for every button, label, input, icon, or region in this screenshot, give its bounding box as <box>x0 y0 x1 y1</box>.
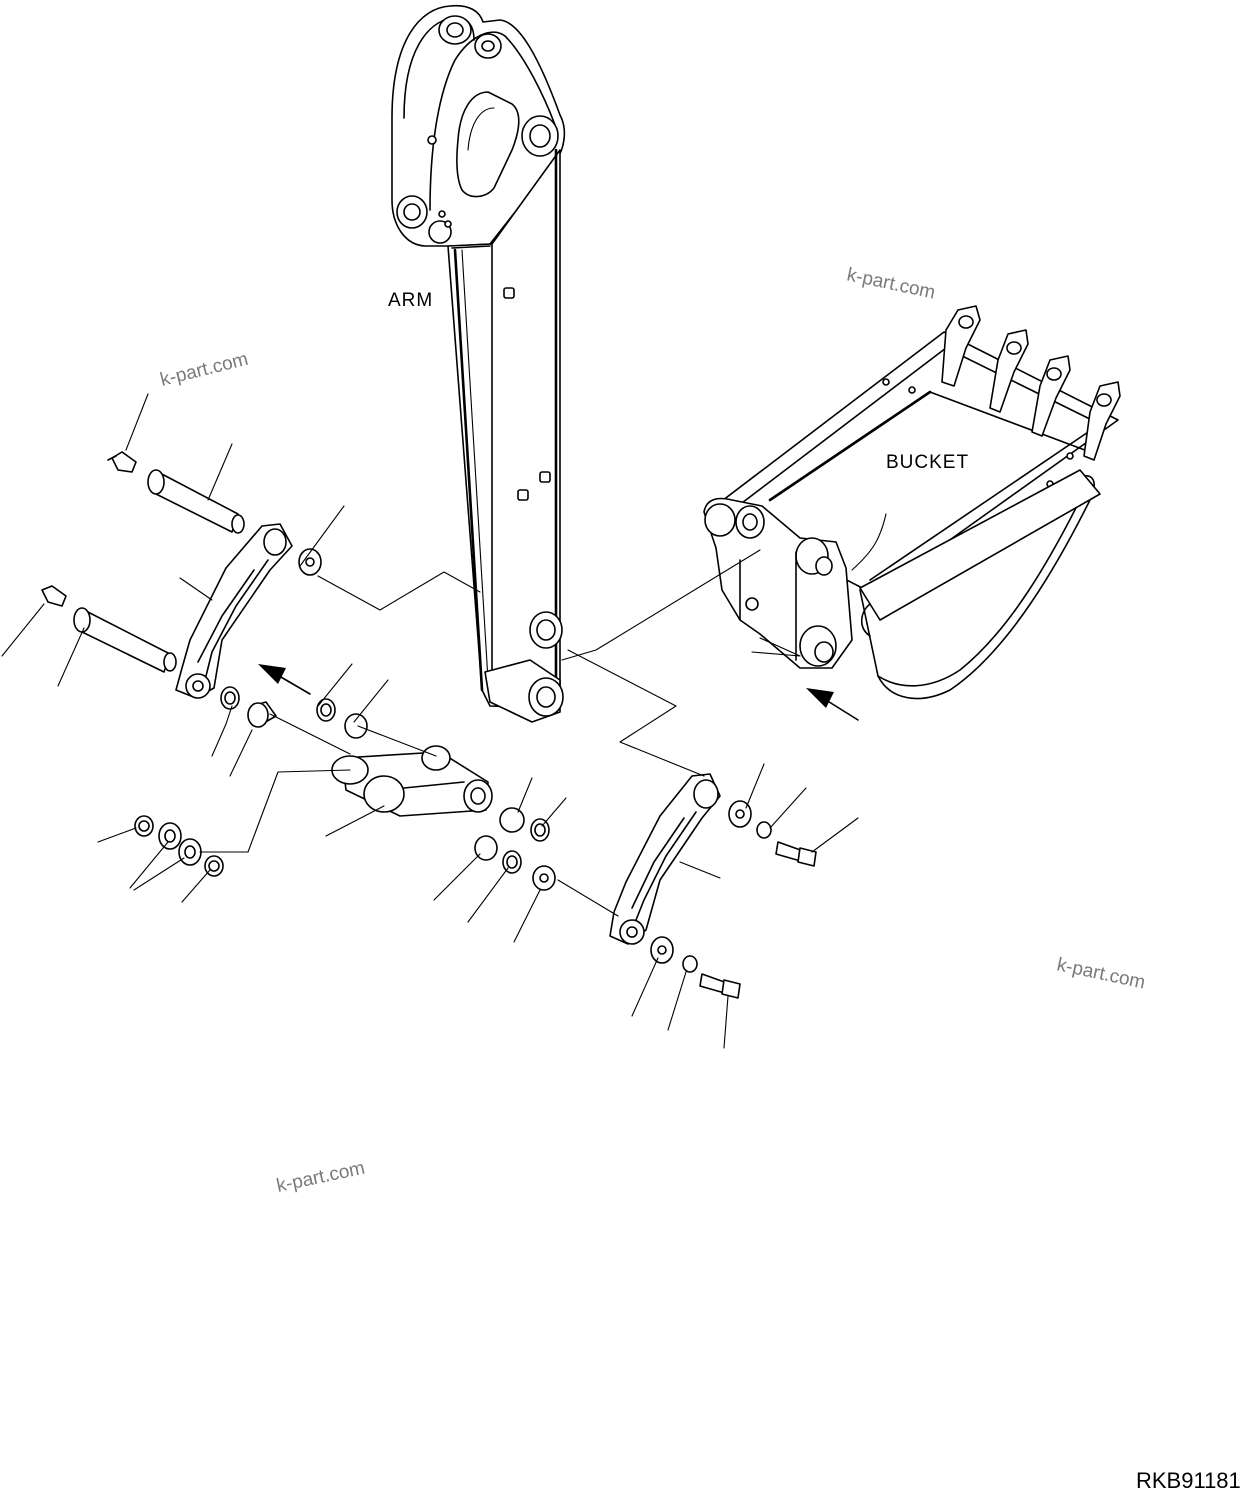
watermark-4: k-part.com <box>275 1158 367 1197</box>
leader-lines <box>1 393 887 1049</box>
center-link <box>331 745 493 817</box>
bucket-teeth <box>941 305 1121 461</box>
right-link-plate <box>609 773 721 945</box>
direction-arrows <box>258 664 859 721</box>
bolts-and-washers <box>650 800 817 999</box>
watermark-3: k-part.com <box>1055 954 1147 993</box>
arm: ARM <box>388 4 566 723</box>
watermark-1: k-part.com <box>158 349 250 391</box>
left-link-plate <box>175 523 293 699</box>
bucket-label: BUCKET <box>886 452 969 473</box>
bucket: BUCKET <box>703 305 1121 700</box>
drawing-code: RKB91181 <box>1136 1468 1241 1493</box>
watermark-2: k-part.com <box>845 264 937 303</box>
bushings-and-shims <box>134 548 556 891</box>
arm-label: ARM <box>388 290 433 311</box>
upper-pin-assembly <box>41 451 245 673</box>
